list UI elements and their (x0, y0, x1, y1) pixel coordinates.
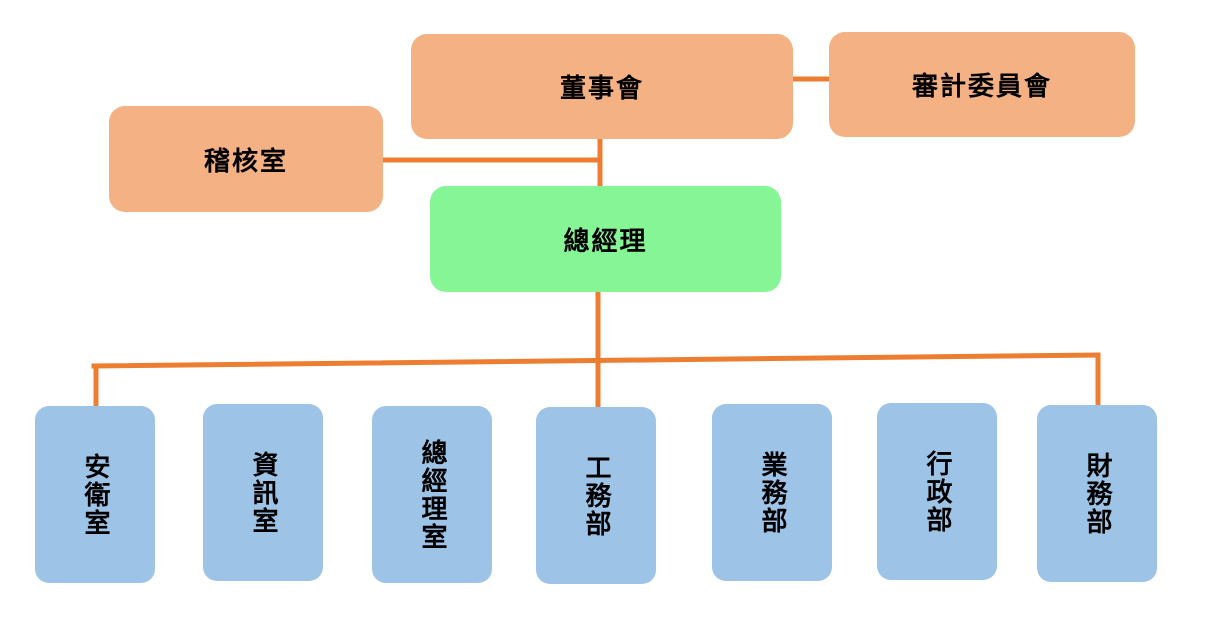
dept-label: 工務部 (581, 453, 611, 538)
dept-gm-office: 總經理室 (372, 406, 492, 583)
line-departments-bus (91, 352, 1101, 369)
dept-sales: 業務部 (712, 404, 832, 581)
audit-office-label: 稽核室 (203, 146, 288, 177)
dept-engineering: 工務部 (536, 407, 656, 584)
dept-label: 行政部 (922, 449, 952, 534)
dept-label: 資訊室 (248, 450, 278, 535)
board-box: 董事會 (411, 34, 793, 139)
general-manager-box: 總經理 (430, 186, 781, 292)
dept-label: 安衛室 (80, 452, 110, 537)
dept-it-office: 資訊室 (203, 404, 323, 581)
dept-label: 業務部 (757, 450, 787, 535)
dept-label: 財務部 (1082, 451, 1112, 536)
general-manager-label: 總經理 (563, 226, 648, 257)
dept-administration: 行政部 (877, 403, 997, 580)
audit-committee-label: 審計委員會 (911, 72, 1052, 102)
audit-office-box: 稽核室 (109, 106, 383, 212)
board-label: 董事會 (559, 74, 644, 104)
audit-committee-box: 審計委員會 (829, 32, 1135, 137)
dept-safety-office: 安衛室 (35, 406, 155, 583)
dept-finance: 財務部 (1037, 405, 1157, 582)
dept-label: 總經理室 (417, 438, 447, 551)
